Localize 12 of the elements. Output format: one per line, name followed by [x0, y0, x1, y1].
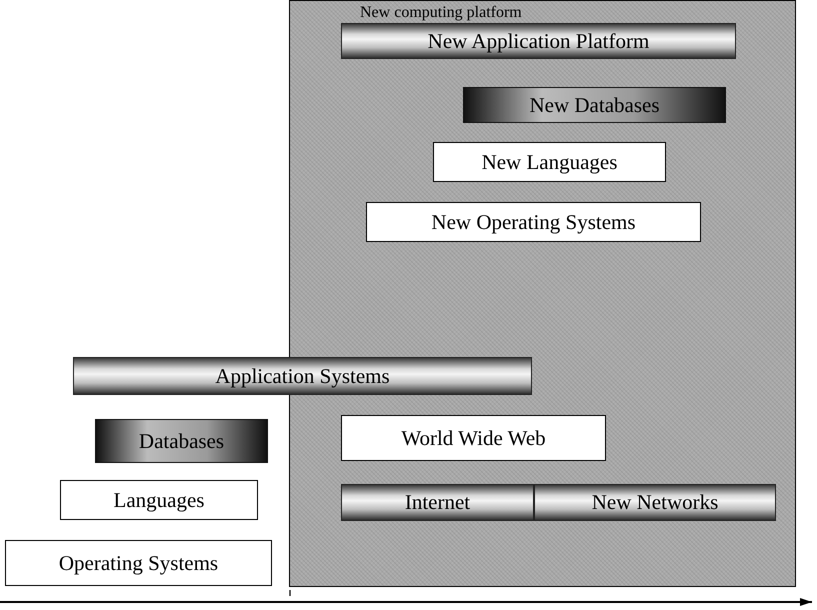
- layer-bar: Internet: [341, 484, 534, 521]
- layer-bar: New Databases: [463, 87, 726, 123]
- layer-bar: New Application Platform: [341, 23, 736, 59]
- layer-box: New Operating Systems: [366, 202, 701, 242]
- layer-box: Languages: [60, 480, 258, 520]
- layer-box: Operating Systems: [5, 540, 272, 586]
- layer-box: New Languages: [433, 142, 666, 182]
- layer-box: World Wide Web: [341, 415, 606, 461]
- layer-bar: New Networks: [534, 484, 776, 521]
- panel-heading: New computing platform: [360, 4, 522, 22]
- layer-bar: Application Systems: [73, 357, 532, 395]
- layer-bar: Databases: [95, 419, 268, 463]
